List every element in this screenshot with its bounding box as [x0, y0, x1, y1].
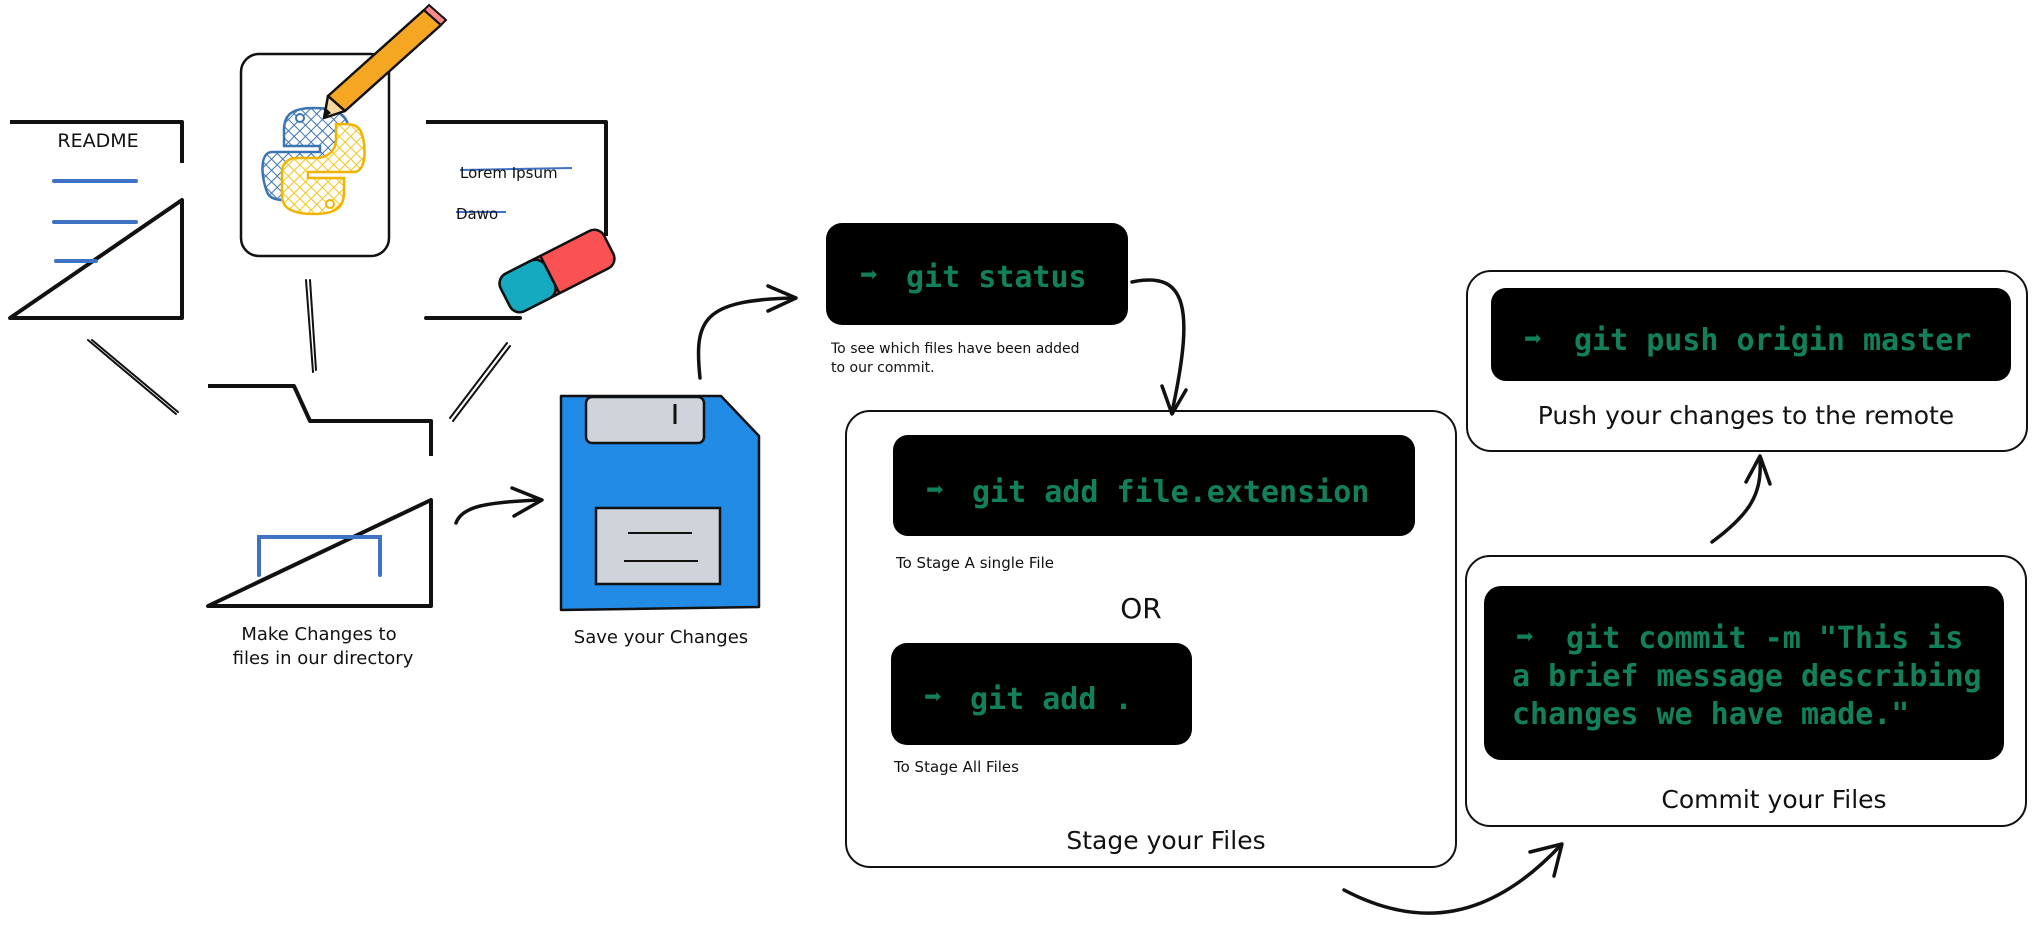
- save-changes-label: Save your Changes: [574, 627, 748, 648]
- git-status-terminal: ➡ git status: [826, 223, 1128, 325]
- arrow-to-save: [454, 486, 544, 525]
- pencil-icon: [322, 3, 448, 120]
- commit-files-panel: ➡ git commit -m "This is a brief message…: [1465, 555, 2027, 827]
- folder-icon: [206, 384, 433, 608]
- git-commit-terminal: [1484, 586, 2004, 760]
- arrow-to-stage: [1130, 278, 1188, 416]
- status-note-line1: To see which files have been added: [830, 341, 1080, 357]
- commit-command-line2: a brief message describing: [1512, 659, 1982, 694]
- git-add-all-terminal: [891, 643, 1192, 745]
- eraser-icon: [498, 228, 616, 314]
- stage-files-panel: ➡ git add file.extension To Stage A sing…: [845, 410, 1457, 868]
- readme-file-icon: [8, 120, 184, 320]
- git-status-command: git status: [906, 260, 1087, 295]
- python-yellow-snake: [280, 122, 366, 216]
- commit-files-title: Commit your Files: [1661, 785, 1886, 814]
- arrow-glyph: ➡: [924, 680, 942, 715]
- stage-files-title: Stage your Files: [1066, 826, 1265, 855]
- dawo-text: Dawo: [456, 205, 498, 223]
- floppy-disk-icon: [559, 394, 761, 612]
- stage-single-note: To Stage A single File: [895, 554, 1054, 572]
- push-title: Push your changes to the remote: [1538, 401, 1954, 430]
- make-changes-label-line2: files in our directory: [233, 648, 414, 669]
- arrow-glyph: ➡: [926, 473, 944, 508]
- arrow-glyph: ➡: [1524, 322, 1542, 357]
- arrow-to-push: [1710, 454, 1772, 544]
- make-changes-label-line1: Make Changes to: [241, 624, 396, 645]
- status-note-line2: to our commit.: [831, 360, 935, 376]
- commit-command-line1: git commit -m "This is: [1566, 621, 1963, 656]
- arrow-to-commit: [1342, 842, 1564, 915]
- git-add-file-terminal: [893, 435, 1415, 536]
- arrow-to-status: [696, 284, 798, 380]
- commit-command-line3: changes we have made.": [1512, 697, 1909, 732]
- text-file-icon: [424, 120, 608, 320]
- push-panel: ➡ git push origin master Push your chang…: [1466, 270, 2028, 452]
- file-connector-lines: [87, 279, 511, 422]
- lorem-ipsum-text: Lorem Ipsum: [460, 164, 558, 182]
- stage-all-note: To Stage All Files: [893, 758, 1019, 776]
- git-push-command: git push origin master: [1574, 323, 1971, 358]
- git-add-all-command: git add .: [970, 682, 1133, 717]
- arrow-glyph: ➡: [860, 258, 878, 293]
- git-push-terminal: [1491, 288, 2011, 381]
- or-label: OR: [1120, 592, 1162, 625]
- readme-title: README: [57, 130, 138, 152]
- git-add-file-command: git add file.extension: [972, 475, 1369, 510]
- arrow-glyph: ➡: [1516, 620, 1534, 655]
